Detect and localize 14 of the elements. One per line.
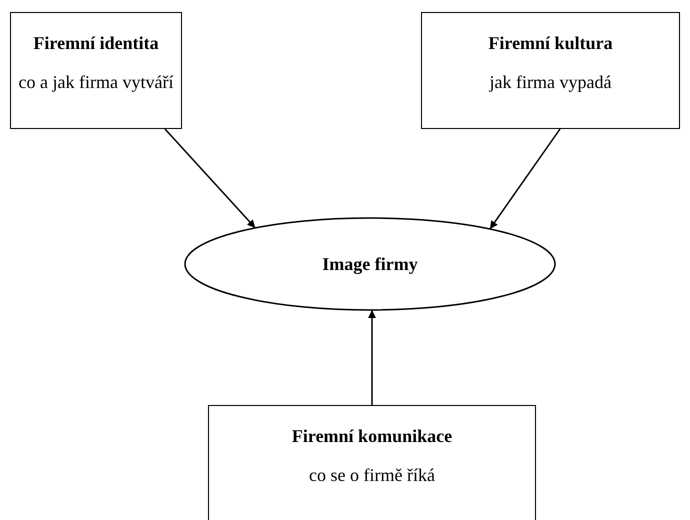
heading-text: Firemní identita — [33, 33, 159, 54]
process-box — [421, 12, 680, 129]
process-box — [208, 405, 536, 520]
process-box — [10, 12, 182, 129]
arrow — [164, 128, 256, 228]
description-text: co a jak firma vytváří — [18, 72, 174, 93]
description-text: jak firma vypadá — [490, 72, 612, 93]
arrow — [368, 310, 376, 405]
heading-text: Firemní kultura — [488, 33, 613, 54]
description-text: co se o firmě říká — [309, 465, 435, 486]
ellipse-node — [184, 217, 556, 311]
heading-text: Image firmy — [322, 254, 418, 274]
heading-text: Firemní komunikace — [292, 426, 452, 447]
arrow — [489, 128, 561, 230]
